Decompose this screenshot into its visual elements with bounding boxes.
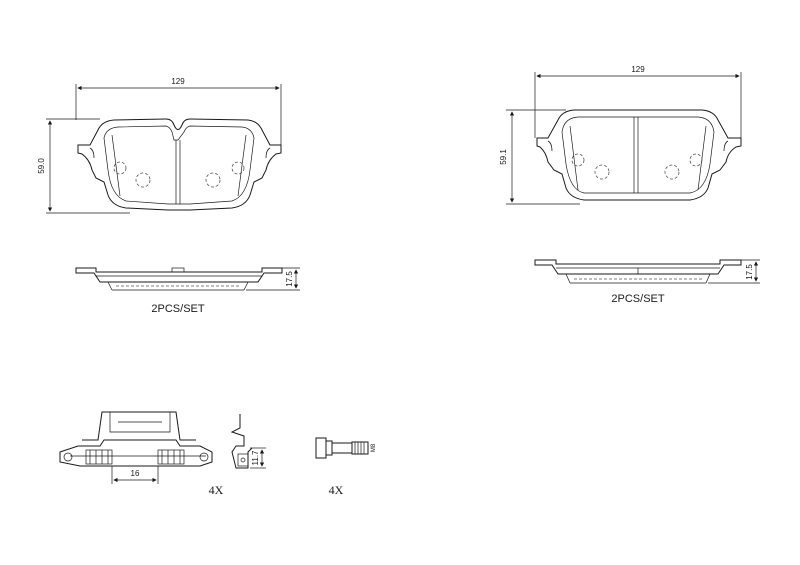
- right-pad-width-dim: 129: [631, 65, 645, 74]
- left-pad-side-view: 17.5 2PCS/SET: [75, 267, 300, 315]
- right-pad-front-view: 129 59.1: [499, 65, 742, 205]
- bolt-thread-dim: M8: [371, 443, 377, 452]
- bracket-width-dim: 16: [131, 469, 140, 478]
- right-pad-set-label: 2PCS/SET: [611, 293, 664, 305]
- clip-height-dim: 11.7: [251, 450, 260, 466]
- left-pad-height-dim: 59.0: [37, 158, 46, 174]
- bracket-detail: 16: [59, 411, 213, 484]
- right-pad-thickness-dim: 17.5: [745, 264, 754, 280]
- left-pad-width-dim: 129: [171, 77, 185, 86]
- clip-quantity: 4X: [209, 483, 224, 497]
- left-pad-front-view: 129 59.0: [37, 77, 282, 214]
- left-pad-thickness-dim: 17.5: [285, 271, 294, 287]
- right-pad-side-view: 17.5 2PCS/SET: [534, 259, 760, 305]
- right-pad-height-dim: 59.1: [499, 149, 508, 165]
- bolt-quantity: 4X: [329, 483, 344, 497]
- left-pad-set-label: 2PCS/SET: [151, 303, 204, 315]
- clip-detail: 11.7 4X: [209, 414, 266, 497]
- bolt-detail: M8 4X: [315, 437, 377, 497]
